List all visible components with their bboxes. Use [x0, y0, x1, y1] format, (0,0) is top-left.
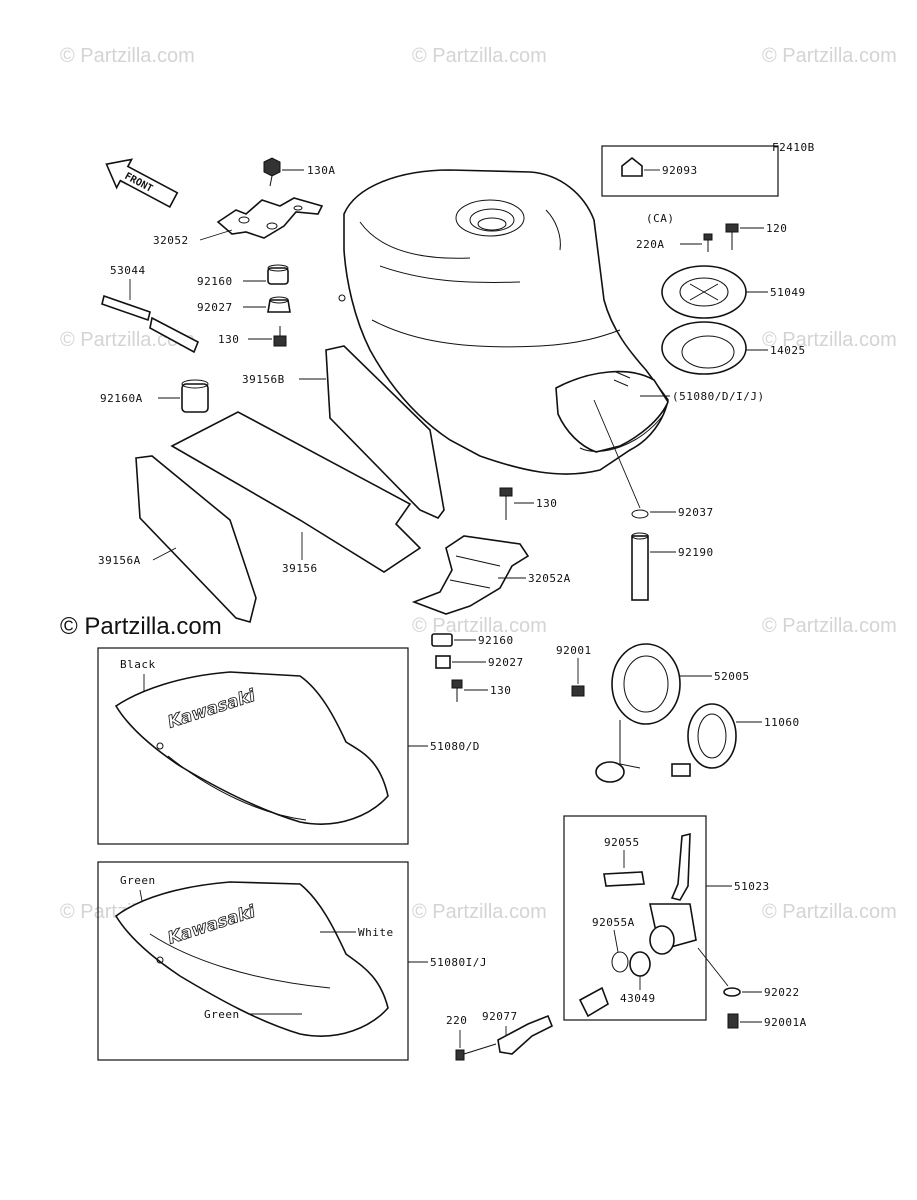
pad-39156a	[135, 455, 257, 623]
label-92093: 92093	[662, 164, 698, 177]
bolt-92001	[571, 685, 585, 697]
bolt-120	[725, 223, 739, 250]
label-53044: 53044	[110, 264, 146, 277]
label-92037: 92037	[678, 506, 714, 519]
callout-green-top: Green	[120, 874, 156, 887]
fuel-cock-box	[563, 815, 707, 1021]
knob-92077	[497, 986, 609, 1055]
label-51049: 51049	[770, 286, 806, 299]
label-92190: 92190	[678, 546, 714, 559]
label-92027: 92027	[197, 301, 233, 314]
cover-51080ij: Kawasaki	[114, 881, 389, 1037]
cover-51080d: Kawasaki	[114, 671, 389, 825]
label-220: 220	[446, 1014, 467, 1027]
o-ring-92055a	[611, 951, 629, 973]
gasket-92055	[603, 871, 645, 887]
label-92077: 92077	[482, 1010, 518, 1023]
watermark: © Partzilla.com	[762, 615, 897, 637]
label-39156b: 39156B	[242, 373, 285, 386]
gasket-14025	[661, 321, 747, 375]
label-92001a: 92001A	[764, 1016, 807, 1029]
clip-92037	[631, 509, 649, 519]
bolt-92001a	[727, 1013, 739, 1029]
collar-92027	[267, 296, 291, 313]
label-92055: 92055	[604, 836, 640, 849]
callout-green-bottom: Green	[204, 1008, 240, 1021]
label-43049: 43049	[620, 992, 656, 1005]
label-92160: 92160	[197, 275, 233, 288]
label-39156: 39156	[282, 562, 318, 575]
label-130c: 130	[490, 684, 511, 697]
label-92160b: 92160	[478, 634, 514, 647]
callout-white: White	[358, 926, 394, 939]
variant-ca-label: (CA)	[646, 212, 675, 225]
collar-92027b	[435, 655, 451, 669]
variant-ca-box	[601, 145, 779, 197]
watermark: © Partzilla.com	[762, 901, 897, 923]
bolt-130b	[499, 487, 513, 520]
bracket-32052	[216, 197, 324, 239]
label-92027b: 92027	[488, 656, 524, 669]
watermark-strong: © Partzilla.com	[60, 613, 222, 640]
label-52005: 52005	[714, 670, 750, 683]
watermark: © Partzilla.com	[762, 45, 897, 67]
label-130: 130	[218, 333, 239, 346]
watermark: © Partzilla.com	[412, 45, 547, 67]
watermark: © Partzilla.com	[412, 615, 547, 637]
bracket-32052a	[411, 535, 530, 615]
label-14025: 14025	[770, 344, 806, 357]
fuel-tank	[338, 169, 669, 475]
watermark: © Partzilla.com	[60, 45, 195, 67]
diagram-code: F2410B	[772, 141, 815, 154]
front-arrow-icon: FRONT	[105, 158, 179, 208]
fuel-cock-51023	[649, 832, 697, 955]
bolt-130a	[263, 157, 281, 187]
label-51080ij: 51080I/J	[430, 956, 487, 969]
pump-52005	[595, 643, 691, 783]
label-130b: 130	[536, 497, 557, 510]
seal-43049	[629, 951, 651, 977]
label-220a: 220A	[636, 238, 665, 251]
pad-39156b	[325, 345, 445, 519]
strip-53044	[101, 294, 200, 354]
watermark: © Partzilla.com	[412, 901, 547, 923]
hose-92190	[631, 532, 649, 601]
pad-39156	[170, 411, 422, 573]
grommet-92160	[267, 264, 289, 285]
watermark: © Partzilla.com	[762, 329, 897, 351]
label-32052: 32052	[153, 234, 189, 247]
cap-51049	[661, 265, 747, 319]
screw-220	[455, 1043, 497, 1061]
nut-92093	[621, 156, 643, 177]
label-39156a: 39156A	[98, 554, 141, 567]
label-120: 120	[766, 222, 787, 235]
bolt-220a	[703, 233, 713, 252]
label-51023: 51023	[734, 880, 770, 893]
label-51080-dij: (51080/D/I/J)	[672, 390, 765, 403]
bolt-130c	[451, 679, 463, 702]
label-130a: 130A	[307, 164, 336, 177]
cover-box-ij	[97, 861, 409, 1061]
bolt-130	[273, 326, 287, 347]
label-32052a: 32052A	[528, 572, 571, 585]
gasket-11060	[687, 703, 737, 769]
grommet-92160a	[181, 379, 209, 413]
label-11060: 11060	[764, 716, 800, 729]
callout-black: Black	[120, 658, 156, 671]
label-51080d: 51080/D	[430, 740, 480, 753]
label-92055a: 92055A	[592, 916, 635, 929]
washer-92022	[723, 987, 741, 997]
label-92022: 92022	[764, 986, 800, 999]
grommet-92160b	[431, 633, 453, 647]
label-92001: 92001	[556, 644, 592, 657]
label-92160a: 92160A	[100, 392, 143, 405]
